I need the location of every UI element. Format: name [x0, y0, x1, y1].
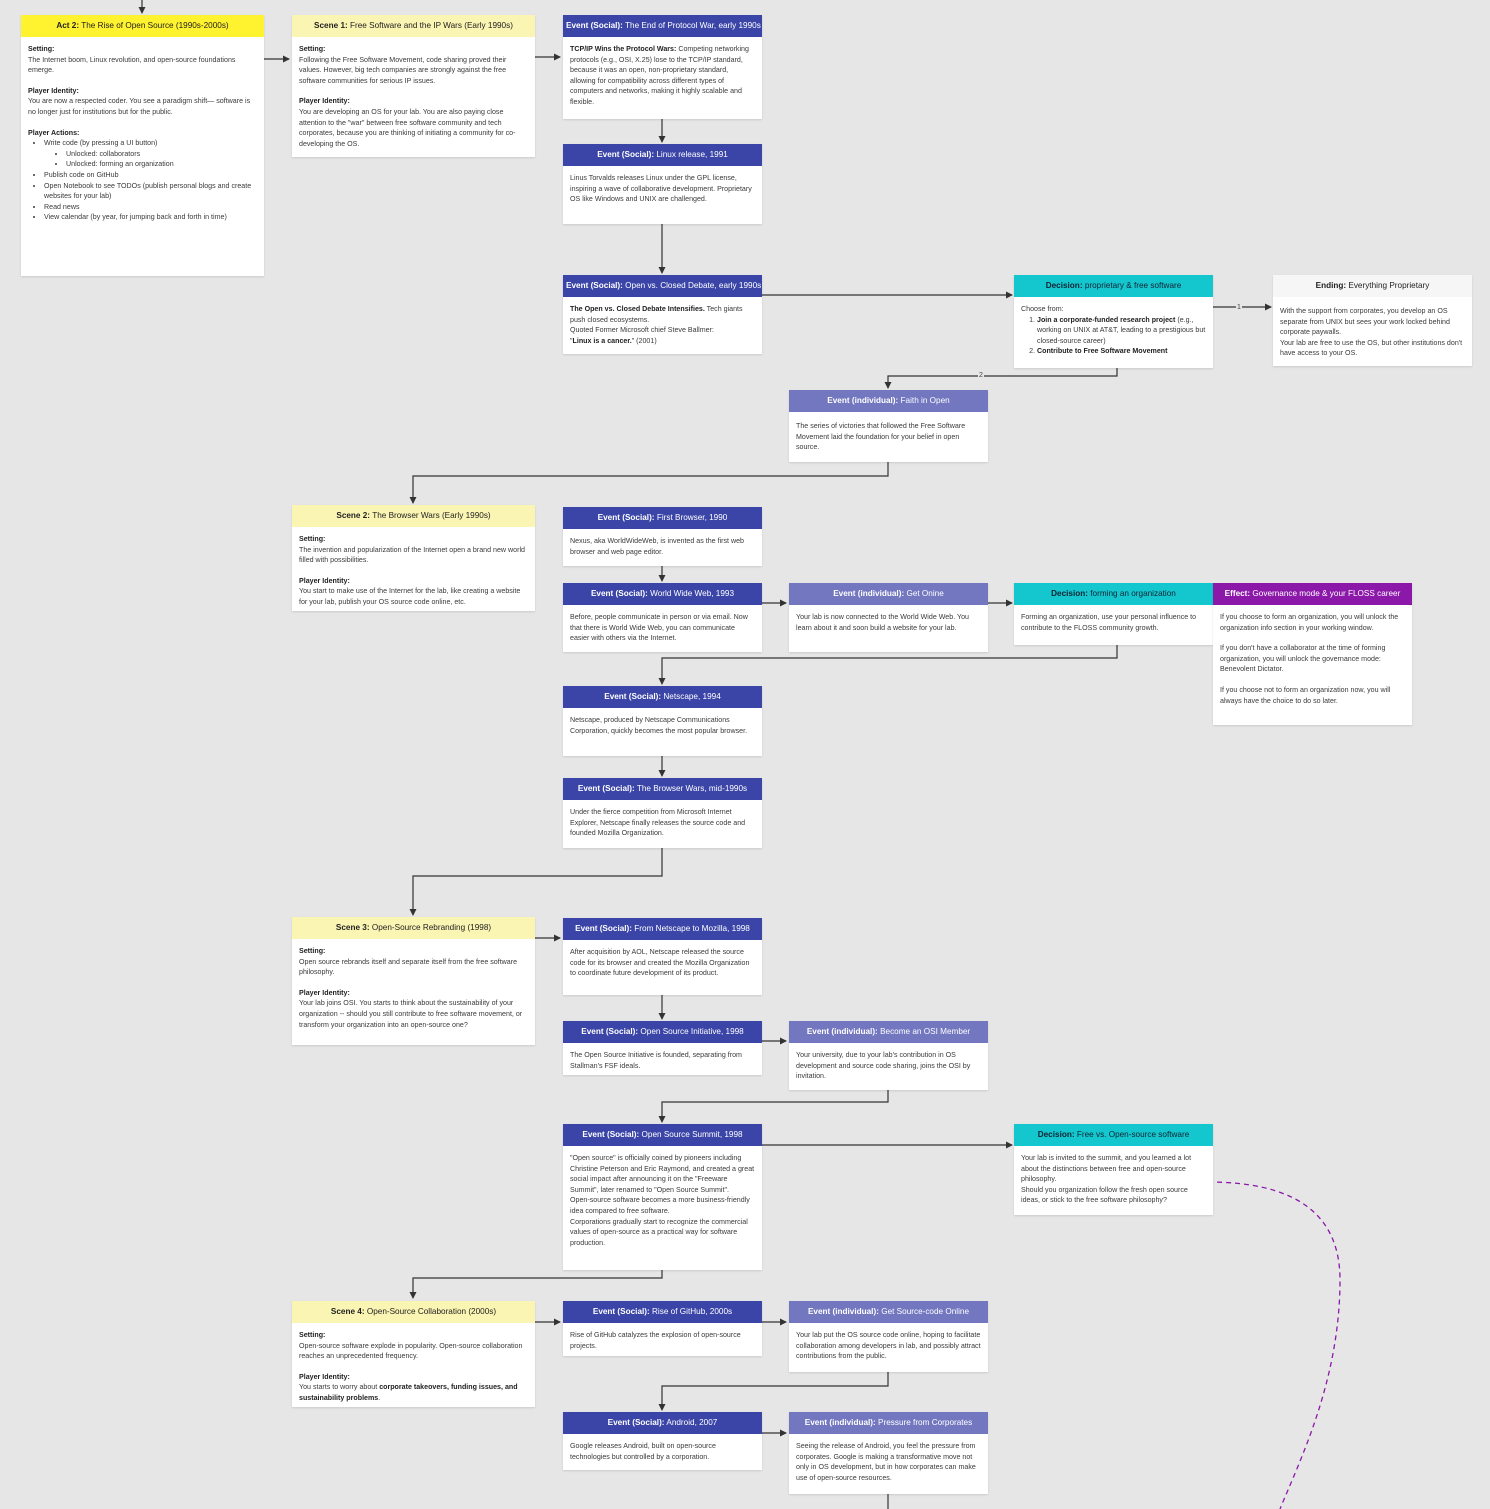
identity-text: You are now a respected coder. You see a… — [28, 97, 251, 116]
connector-label-2: 2 — [978, 372, 984, 380]
action-item: Read news — [44, 202, 257, 213]
action-subitem: Unlocked: forming an organization — [66, 159, 257, 170]
event-protocol-card[interactable]: Event (Social): The End of Protocol War,… — [563, 15, 762, 119]
event-summit-card[interactable]: Event (Social): Open Source Summit, 1998… — [563, 1124, 762, 1270]
setting-text: Following the Free Software Movement, co… — [299, 55, 507, 85]
event-debate-card[interactable]: Event (Social): Open vs. Closed Debate, … — [563, 275, 762, 354]
setting-label: Setting: — [299, 45, 326, 53]
decision-proprietary-card[interactable]: Decision: proprietary & free software Ch… — [1014, 275, 1213, 368]
dashed-connector-decision — [1207, 1181, 1341, 1509]
identity-label: Player Identity: — [299, 97, 350, 106]
ending-proprietary-card[interactable]: Ending: Everything Proprietary With the … — [1273, 275, 1472, 366]
connector-member-summit — [658, 1090, 889, 1123]
action-item: Open Notebook to see TODOs (publish pers… — [44, 181, 257, 202]
decision-option-2[interactable]: Contribute to Free Software Movement — [1037, 346, 1206, 357]
connector-decision-netscape — [658, 645, 1118, 685]
event-pressure-card[interactable]: Event (individual): Pressure from Corpor… — [789, 1412, 988, 1494]
scene1-card[interactable]: Scene 1: Free Software and the IP Wars (… — [292, 15, 535, 157]
decision-organization-card[interactable]: Decision: forming an organization Formin… — [1014, 583, 1213, 645]
act2-card[interactable]: Act 2: The Rise of Open Source (1990s-20… — [21, 15, 264, 276]
identity-label: Player Identity: — [28, 86, 79, 95]
event-osi-card[interactable]: Event (Social): Open Source Initiative, … — [563, 1021, 762, 1075]
act2-body: Setting: The Internet boom, Linux revolut… — [21, 37, 264, 229]
scene3-card[interactable]: Scene 3: Open-Source Rebranding (1998) S… — [292, 917, 535, 1045]
scene2-card[interactable]: Scene 2: The Browser Wars (Early 1990s) … — [292, 505, 535, 611]
event-www-card[interactable]: Event (Social): World Wide Web, 1993 Bef… — [563, 583, 762, 652]
event-linux-card[interactable]: Event (Social): Linux release, 1991 Linu… — [563, 144, 762, 224]
setting-label: Setting: — [28, 45, 55, 53]
event-faith-card[interactable]: Event (individual): Faith in Open The se… — [789, 390, 988, 462]
connector-faith-scene2 — [409, 462, 889, 504]
connector-decision-faith — [884, 368, 1118, 389]
event-android-card[interactable]: Event (Social): Android, 2007 Google rel… — [563, 1412, 762, 1470]
action-subitem: Unlocked: collaborators — [66, 149, 257, 160]
action-item: View calendar (by year, for jumping back… — [44, 212, 257, 223]
setting-text: The Internet boom, Linux revolution, and… — [28, 55, 236, 75]
actions-label: Player Actions: — [28, 128, 80, 137]
connector-bwars-scene3 — [409, 848, 663, 916]
event-netscape-card[interactable]: Event (Social): Netscape, 1994 Netscape,… — [563, 686, 762, 756]
action-item: Write code (by pressing a UI button) Unl… — [44, 138, 257, 170]
event-first-browser-card[interactable]: Event (Social): First Browser, 1990 Nexu… — [563, 507, 762, 566]
actions-list: Write code (by pressing a UI button) Unl… — [28, 138, 257, 223]
event-osi-member-card[interactable]: Event (individual): Become an OSI Member… — [789, 1021, 988, 1090]
effect-governance-card[interactable]: Effect: Governance mode & your FLOSS car… — [1213, 583, 1412, 725]
scene1-header: Scene 1: Free Software and the IP Wars (… — [292, 15, 535, 37]
act2-header: Act 2: The Rise of Open Source (1990s-20… — [21, 15, 264, 37]
decision-option-1[interactable]: Join a corporate-funded research project… — [1037, 315, 1206, 347]
decision-free-open-card[interactable]: Decision: Free vs. Open-source software … — [1014, 1124, 1213, 1215]
event-browser-wars-card[interactable]: Event (Social): The Browser Wars, mid-19… — [563, 778, 762, 848]
event-mozilla-card[interactable]: Event (Social): From Netscape to Mozilla… — [563, 918, 762, 995]
event-get-online-card[interactable]: Event (individual): Get Onine Your lab i… — [789, 583, 988, 652]
connector-label-1: 1 — [1236, 304, 1242, 312]
identity-text: You are developing an OS for your lab. Y… — [299, 107, 516, 148]
connector-summit-scene4 — [409, 1270, 663, 1299]
scene4-card[interactable]: Scene 4: Open-Source Collaboration (2000… — [292, 1301, 535, 1407]
connector-source-android — [658, 1372, 889, 1411]
event-github-card[interactable]: Event (Social): Rise of GitHub, 2000s Ri… — [563, 1301, 762, 1356]
event-source-online-card[interactable]: Event (individual): Get Source-code Onli… — [789, 1301, 988, 1372]
action-item: Publish code on GitHub — [44, 170, 257, 181]
